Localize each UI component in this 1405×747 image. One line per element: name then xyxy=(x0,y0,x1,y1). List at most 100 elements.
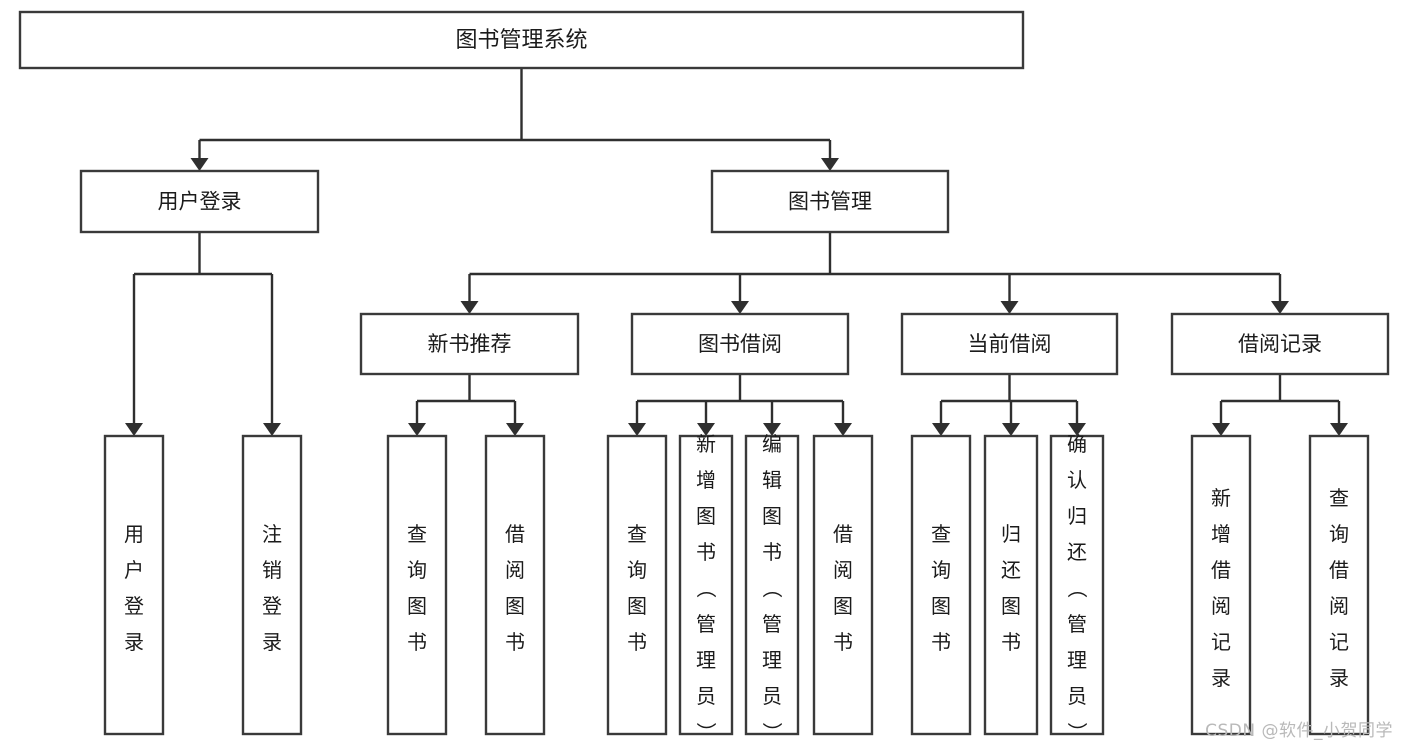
node-label-char: 查 xyxy=(1329,486,1349,510)
node-box[interactable] xyxy=(1170,312,1390,376)
node-label-char: 录 xyxy=(1211,666,1231,690)
arrow-head-icon xyxy=(460,301,479,314)
node-user-login[interactable]: 用户登录 xyxy=(79,169,320,234)
node-label-char: 新 xyxy=(696,432,716,456)
node-label-char: 询 xyxy=(931,558,951,582)
node-label-char: 增 xyxy=(696,468,716,492)
node-label-char: 询 xyxy=(627,558,647,582)
arrow-head-icon xyxy=(263,423,281,436)
arrow-head-icon xyxy=(1000,301,1019,314)
node-box[interactable] xyxy=(606,434,668,736)
node-box[interactable] xyxy=(18,10,1025,70)
node-box[interactable] xyxy=(484,434,546,736)
node-box[interactable] xyxy=(386,434,448,736)
node-current-borrow[interactable]: 当前借阅 xyxy=(900,312,1119,376)
node-label-char: 增 xyxy=(1211,522,1231,546)
node-box[interactable] xyxy=(678,434,734,736)
node-box[interactable] xyxy=(103,434,165,736)
node-box[interactable] xyxy=(900,312,1119,376)
node-box[interactable] xyxy=(744,434,800,736)
node-root[interactable]: 图书管理系统 xyxy=(18,10,1025,70)
node-label-char: 管 xyxy=(1067,612,1087,636)
node-label-vertical: 用户登录 xyxy=(124,522,144,654)
node-label-char: 查 xyxy=(407,522,427,546)
node-label-char: 书 xyxy=(1001,630,1021,654)
connector-group xyxy=(932,374,1086,436)
arrow-head-icon xyxy=(408,423,426,436)
connector-group xyxy=(190,68,839,171)
arrow-head-icon xyxy=(506,423,524,436)
node-layer: 图书管理系统用户登录图书管理新书推荐图书借阅当前借阅借阅记录用户登录注销登录查询… xyxy=(18,10,1390,742)
node-label-char: 图 xyxy=(931,594,951,618)
node-label-char: 图 xyxy=(505,594,525,618)
node-box[interactable] xyxy=(1190,434,1252,736)
arrow-head-icon xyxy=(125,423,143,436)
node-label-char: （ xyxy=(1065,578,1089,598)
node-label-char: 注 xyxy=(262,522,282,546)
node-box[interactable] xyxy=(241,434,303,736)
connector-group xyxy=(408,374,524,436)
node-leaf-1[interactable]: 用户登录 xyxy=(103,434,165,736)
node-label: 图书管理 xyxy=(788,190,872,214)
node-book-borrow[interactable]: 图书借阅 xyxy=(630,312,850,376)
connector-layer xyxy=(125,68,1348,436)
arrow-head-icon xyxy=(731,301,749,314)
arrow-head-icon xyxy=(932,423,950,436)
node-box[interactable] xyxy=(710,169,950,234)
node-label-char: 归 xyxy=(1067,504,1087,528)
node-label-char: 阅 xyxy=(1211,594,1231,618)
node-label-char: 员 xyxy=(696,684,716,708)
node-label-char: ） xyxy=(760,722,784,742)
node-box[interactable] xyxy=(1308,434,1370,736)
node-borrow-record[interactable]: 借阅记录 xyxy=(1170,312,1390,376)
arrow-head-icon xyxy=(834,423,852,436)
arrow-head-icon xyxy=(1271,301,1289,314)
node-book-manage[interactable]: 图书管理 xyxy=(710,169,950,234)
node-label-char: 询 xyxy=(1329,522,1349,546)
arrow-head-icon xyxy=(190,158,209,171)
node-box[interactable] xyxy=(1049,434,1105,736)
node-label-char: 员 xyxy=(1067,684,1087,708)
node-label-char: 编 xyxy=(762,432,782,456)
arrow-head-icon xyxy=(1068,423,1086,436)
node-label-char: 借 xyxy=(833,522,853,546)
node-label-char: ） xyxy=(694,722,718,742)
arrow-head-icon xyxy=(1002,423,1020,436)
node-box[interactable] xyxy=(79,169,320,234)
node-label-char: 借 xyxy=(1211,558,1231,582)
node-label-char: 询 xyxy=(407,558,427,582)
node-label-char: 登 xyxy=(124,594,144,618)
node-label-char: 记 xyxy=(1329,630,1349,654)
node-label: 借阅记录 xyxy=(1238,332,1322,356)
node-label-char: 理 xyxy=(696,648,716,672)
node-label-char: 书 xyxy=(505,630,525,654)
node-label-char: 图 xyxy=(407,594,427,618)
node-box[interactable] xyxy=(359,312,580,376)
node-box[interactable] xyxy=(910,434,972,736)
node-new-book-rec[interactable]: 新书推荐 xyxy=(359,312,580,376)
connector-group xyxy=(1212,374,1348,436)
node-box[interactable] xyxy=(630,312,850,376)
node-box[interactable] xyxy=(983,434,1039,736)
node-label: 新书推荐 xyxy=(428,332,512,356)
node-box[interactable] xyxy=(812,434,874,736)
node-label-char: 归 xyxy=(1001,522,1021,546)
node-label-char: （ xyxy=(760,578,784,598)
